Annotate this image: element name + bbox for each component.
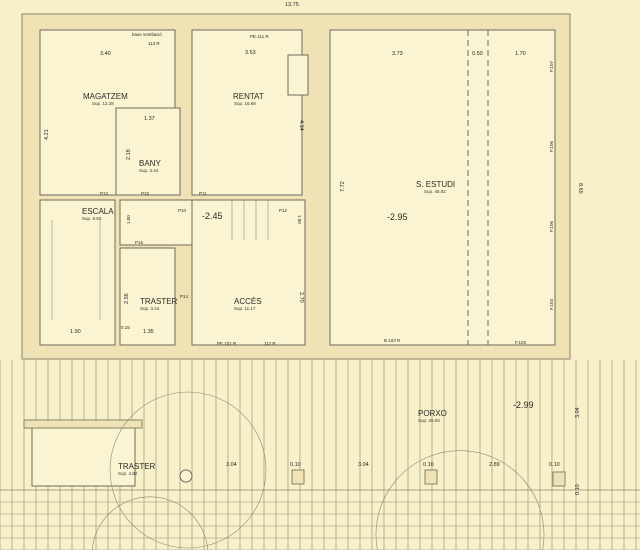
element-tag: 112 R — [264, 341, 276, 346]
room-name: BANY — [139, 159, 161, 168]
dimension: 4.21 — [44, 129, 50, 140]
room-bany — [115, 107, 181, 196]
element-tag: PE.111 R — [250, 34, 269, 39]
door-tag: P11 — [199, 191, 207, 196]
room-acces — [191, 199, 306, 346]
room-area: Sup. 26.63 — [418, 418, 440, 423]
element-tag: B.103 R — [384, 338, 401, 343]
dimension: 0.10 — [575, 484, 581, 495]
element-tag: PE.101 R — [217, 341, 237, 346]
dimension: 0.15 — [121, 325, 130, 330]
level-mark: -2.45 — [202, 211, 223, 221]
dimension: 8.65 — [577, 183, 583, 194]
room-name: TRASTER — [118, 462, 156, 471]
element-tag: base ventilació — [132, 32, 162, 37]
tree-canopy — [375, 450, 545, 550]
room-area: Sup. 12.28 — [92, 101, 114, 106]
room-area: Sup. 11.17 — [234, 306, 256, 311]
element-tag: F.106 — [549, 140, 554, 152]
dimension: 2.89 — [489, 462, 500, 468]
porch-tiles — [0, 360, 640, 550]
pillar — [552, 471, 566, 487]
column — [179, 469, 193, 483]
room-area: Sup. 16.68 — [234, 101, 256, 106]
dimension: 0.10 — [290, 462, 301, 468]
door-tag: P16 — [135, 240, 144, 245]
room-pass — [119, 199, 193, 246]
dimension: 2.56 — [124, 293, 130, 304]
dimension: 2.70 — [298, 292, 304, 303]
door-tag: P15 — [141, 191, 150, 196]
element-tag: F.107 — [549, 60, 554, 72]
room-escala — [39, 199, 116, 346]
dimension: 0.50 — [472, 51, 483, 57]
door-tag: P13 — [100, 191, 109, 196]
element-tag: F.104 — [549, 298, 554, 310]
room-area: Sup. 45.82 — [424, 189, 446, 194]
level-mark: -2.99 — [513, 400, 534, 410]
dimension: 3.04 — [226, 462, 237, 468]
dimension: 4.14 — [298, 120, 304, 131]
room-area: Sup. 4.82 — [118, 471, 138, 476]
dimension: 1.35 — [143, 329, 154, 335]
room-rentat — [191, 29, 303, 196]
outer-wall-traster — [23, 419, 143, 429]
element-tag: 113 R — [148, 41, 160, 46]
room-name: PORXO — [418, 409, 447, 418]
element-tag: F.103 — [515, 340, 527, 345]
dimension: 1.00 — [297, 215, 302, 224]
dimension: 2.18 — [126, 149, 132, 160]
tree-canopy — [109, 391, 267, 549]
room-area: Sup. 8.83 — [82, 216, 102, 221]
dimension: 13.75 — [285, 2, 299, 8]
room-name: TRASTER — [140, 297, 178, 306]
room-name: S. ESTUDI — [416, 180, 455, 189]
dimension: 0.10 — [423, 462, 434, 468]
dimension: 1.90 — [70, 329, 81, 335]
room-name: ESCALA — [82, 207, 114, 216]
dimension: 1.37 — [144, 116, 155, 122]
dimension: 3.53 — [245, 50, 256, 56]
element-tag: F.106 — [549, 220, 554, 232]
traster-ext — [31, 427, 136, 487]
stairs — [51, 200, 269, 320]
room-name: RENTAT — [233, 92, 264, 101]
dimension: 0.10 — [549, 462, 560, 468]
dimension: 1.70 — [515, 51, 526, 57]
pillar — [424, 469, 438, 485]
dimension: 3.04 — [358, 462, 369, 468]
room-name: MAGATZEM — [83, 92, 128, 101]
dimension: 3.40 — [100, 51, 111, 57]
room-estudi — [329, 29, 556, 346]
room-area: Sup. 3.44 — [139, 168, 159, 173]
door-tag: P10 — [178, 208, 187, 213]
dimension: 7.72 — [340, 181, 346, 192]
pillar — [291, 469, 305, 485]
dimension: 1.00 — [126, 215, 131, 224]
room-traster — [119, 247, 176, 346]
dimension: 3.73 — [392, 51, 403, 57]
room-name: ACCÉS — [234, 297, 262, 306]
kitchen-unit — [287, 54, 309, 96]
level-mark: -2.95 — [387, 212, 408, 222]
dimension: 3.04 — [575, 407, 581, 418]
tree-canopy — [91, 496, 209, 550]
door-tag: P12 — [279, 208, 288, 213]
door-tag: P14 — [180, 294, 189, 299]
room-area: Sup. 3.44 — [140, 306, 160, 311]
